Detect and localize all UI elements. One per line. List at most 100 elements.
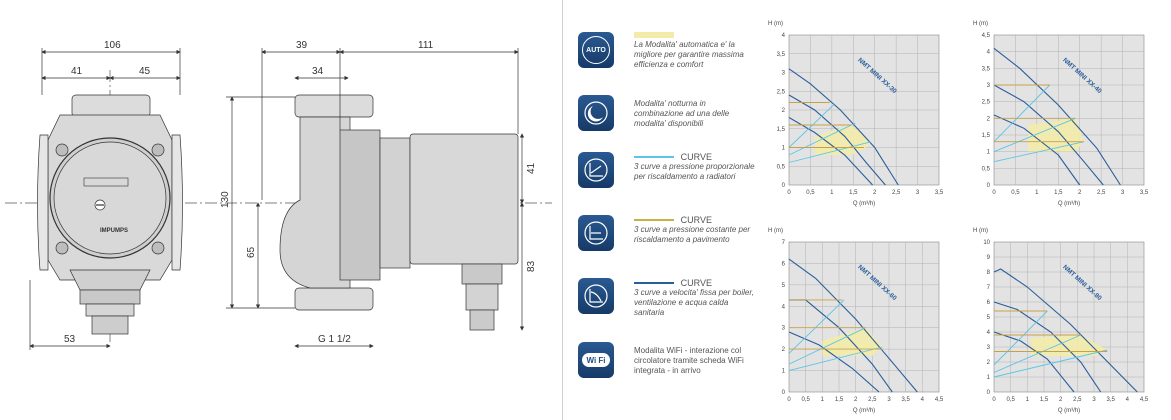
dim-front-bottom: 53 [64,334,76,345]
x-tick-label: 2 [873,190,877,196]
auto-mode-region [1030,335,1108,356]
wifi-icon-label: Wi Fi [582,353,610,367]
x-tick-label: 2,5 [868,397,877,403]
legend-item-proportional: CURVE 3 curve a pressione proporzionale … [578,152,758,202]
x-tick-label: 2,5 [892,190,901,196]
auto-icon-label: AUTO [582,36,610,64]
fixed-curve [993,268,1138,393]
y-tick-label: 2,5 [982,100,991,106]
y-tick-label: 1 [987,150,991,156]
legend-item-fixed-speed: CURVE 3 curve a velocita' fissa per boil… [578,278,758,328]
x-tick-label: 0,5 [1006,397,1015,403]
legend-text-auto: La Modalita' automatica e' la migliore p… [634,40,744,69]
x-axis-label: Q (m³/h) [1058,201,1080,207]
fixed-curve [993,47,1121,186]
y-tick-label: 0 [782,390,786,396]
legend-item-night: Modalita' notturna in combinazione ad un… [578,95,758,143]
dim-side-length: 111 [418,40,434,51]
prop-curve [788,346,883,372]
prop-curve [993,349,1108,378]
dim-side-depth-a: 39 [296,40,308,51]
x-tick-label: 1,5 [1054,190,1063,196]
x-tick-label: 3 [1092,397,1096,403]
y-tick-label: 3 [987,345,991,351]
legend-text-night: Modalita' notturna in combinazione ad un… [634,99,730,128]
y-tick-label: 3 [987,83,991,89]
y-tick-label: 1,5 [982,133,991,139]
x-tick-label: 1,5 [1040,397,1049,403]
x-tick-label: 3 [1121,190,1125,196]
legend-text-fixed-speed: CURVE 3 curve a velocita' fissa per boil… [634,278,756,318]
y-tick-label: 9 [987,255,991,261]
y-tick-label: 3 [782,71,786,77]
fixed-curve [788,94,886,186]
dim-side-depth-b: 34 [312,66,324,77]
fixed-speed-curve-icon [578,278,614,314]
proportional-pressure-curve-icon [578,152,614,188]
y-tick-label: 3 [782,326,786,332]
panel-divider [562,0,563,420]
prop-curve [993,310,1048,366]
x-tick-label: 3,5 [935,190,944,196]
y-tick-label: 2 [782,347,786,353]
legend-text-proportional: CURVE 3 curve a pressione proporzionale … [634,152,756,182]
y-tick-label: 0 [987,390,991,396]
legend-item-auto: AUTO La Modalita' automatica e' la migli… [578,32,758,80]
y-tick-label: 1 [782,146,786,152]
dim-front-left: 41 [71,66,83,77]
x-axis-label: Q (m³/h) [853,201,875,207]
y-tick-label: 3,5 [777,52,786,58]
y-tick-label: 0 [782,183,786,189]
curve-title-fixed-speed: CURVE [680,278,712,288]
curve-desc-fixed-speed: 3 curve a velocita' fissa per boiler, ve… [634,288,754,317]
y-axis-label: H (m) [768,228,783,234]
x-tick-label: 3,5 [901,397,910,403]
y-tick-label: 10 [983,240,990,246]
prop-curve [993,141,1085,163]
x-tick-label: 1,5 [835,397,844,403]
x-tick-label: 1 [821,397,825,403]
prop-curve [788,122,856,156]
dim-side-lower: 83 [526,260,537,272]
x-tick-label: 0 [787,190,791,196]
constant-pressure-curve-icon [578,215,614,251]
x-tick-label: 0 [992,190,996,196]
y-tick-label: 1,5 [777,127,786,133]
constant-swatch [634,219,674,221]
y-tick-label: 1 [987,375,991,381]
brand-label: IMPUMPS [100,228,128,234]
y-axis-label: H (m) [768,21,783,27]
y-tick-label: 0,5 [777,164,786,170]
x-tick-label: 0,5 [806,190,815,196]
x-tick-label: 0 [787,397,791,403]
y-tick-label: 2 [987,360,991,366]
legend-text-constant: CURVE 3 curve a pressione costante per r… [634,215,756,245]
x-tick-label: 4 [921,397,925,403]
x-tick-label: 2 [1059,397,1063,403]
fixed-curve [993,331,1075,393]
x-tick-label: 0,5 [801,397,810,403]
y-tick-label: 4 [987,330,991,336]
fixed-curve [993,301,1102,393]
prop-curve [788,104,835,148]
y-tick-label: 0 [987,183,991,189]
y-tick-label: 7 [987,285,991,291]
y-tick-label: 4 [987,50,991,56]
y-tick-label: 4 [782,33,786,39]
y-tick-label: 5 [782,283,786,289]
x-tick-label: 4 [1126,397,1130,403]
dim-front-right: 45 [139,66,151,77]
prop-curve [993,84,1051,143]
y-tick-label: 2,5 [777,89,786,95]
y-tick-label: 4 [782,304,786,310]
y-axis-label: H (m) [973,21,988,27]
y-tick-label: 2 [987,116,991,122]
y-tick-label: 8 [987,270,991,276]
legend-item-constant: CURVE 3 curve a pressione costante per r… [578,215,758,265]
y-tick-label: 4,5 [982,33,991,39]
legend-item-wifi: Wi Fi Modalita WiFi - interazione col ci… [578,342,758,390]
prop-curve [993,117,1076,153]
